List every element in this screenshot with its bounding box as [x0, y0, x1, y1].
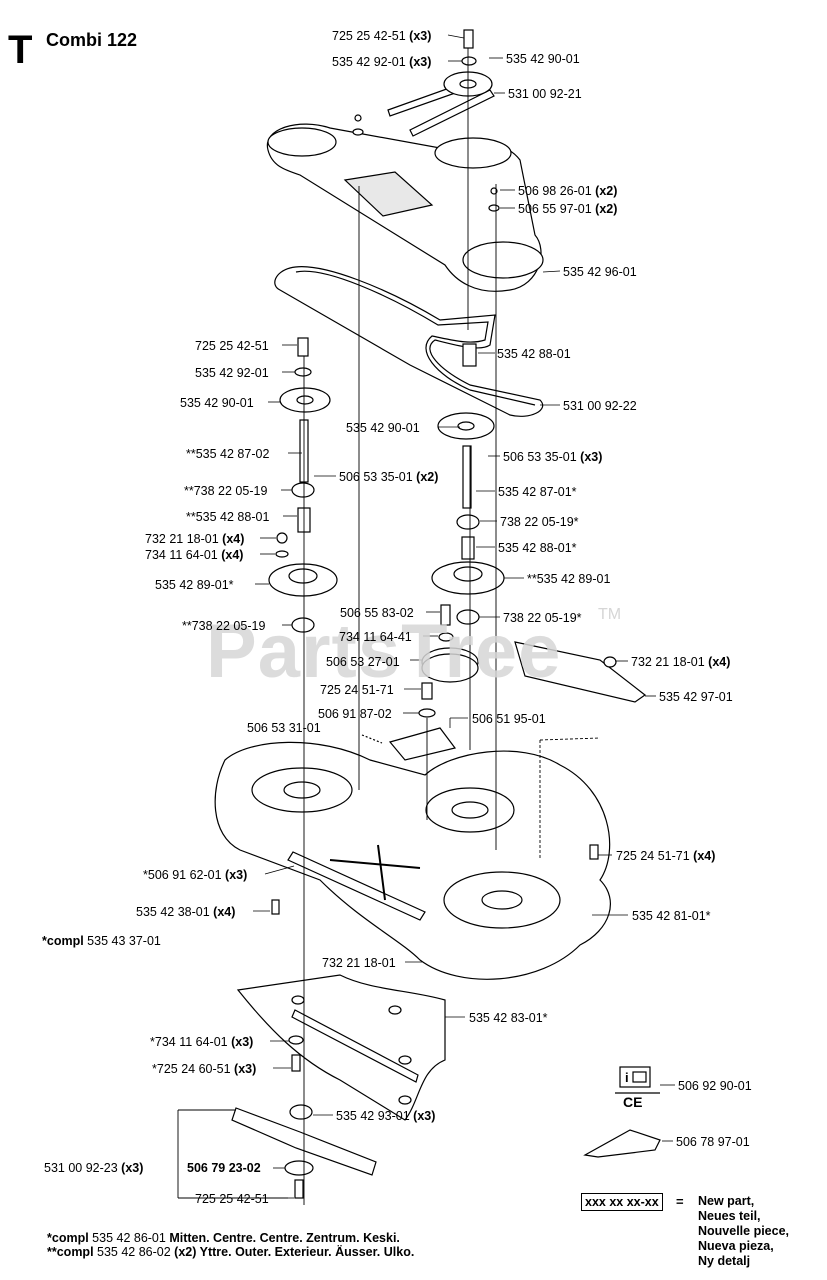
- part-label[interactable]: **535 42 89-01: [527, 572, 611, 586]
- part-label[interactable]: 535 42 93-01 (x3): [336, 1109, 436, 1123]
- idler-arm: [388, 727, 457, 761]
- left-bolt: [297, 337, 309, 357]
- part-label[interactable]: *506 91 62-01 (x3): [143, 868, 248, 882]
- watermark: PartsTree: [206, 609, 562, 694]
- spring: [361, 734, 383, 744]
- part-label[interactable]: 738 22 05-19*: [503, 611, 582, 625]
- part-label[interactable]: 725 25 42-51: [195, 1192, 269, 1206]
- part-label[interactable]: 535 42 83-01*: [469, 1011, 548, 1025]
- part-label[interactable]: 506 78 97-01: [676, 1135, 750, 1149]
- top-washer: [461, 56, 477, 66]
- lower-bolt: [291, 1054, 301, 1072]
- decal-icon: [583, 1129, 661, 1158]
- deck-support-bar: [287, 851, 426, 921]
- idler-bolt-2: [421, 682, 433, 700]
- cover-pulley-right: [434, 137, 512, 169]
- part-label[interactable]: 535 42 89-01*: [155, 578, 234, 592]
- part-label[interactable]: 732 21 18-01: [322, 956, 396, 970]
- part-label[interactable]: 535 42 87-01*: [498, 485, 577, 499]
- part-label[interactable]: 535 42 97-01: [659, 690, 733, 704]
- right-shaft: [462, 445, 472, 509]
- part-label[interactable]: 535 42 38-01 (x4): [136, 905, 236, 919]
- cover-pulley-bottom: [462, 241, 544, 279]
- part-label[interactable]: 732 21 18-01 (x4): [145, 532, 245, 546]
- svg-text:i: i: [625, 1070, 629, 1085]
- belt-segment-lower: [409, 89, 495, 137]
- footnote-outer: **compl 535 42 86-02 (x2) Yttre. Outer. …: [47, 1245, 415, 1259]
- watermark-tm: TM: [598, 606, 622, 623]
- part-label[interactable]: 725 25 42-51 (x3): [332, 29, 432, 43]
- part-label[interactable]: 535 42 90-01: [180, 396, 254, 410]
- blade-washer: [284, 1160, 314, 1176]
- bracket: [514, 641, 647, 703]
- part-label[interactable]: **535 42 88-01: [186, 510, 270, 524]
- part-label[interactable]: 506 92 90-01: [678, 1079, 752, 1093]
- drive-belt: [274, 266, 544, 417]
- part-label[interactable]: 506 53 35-01 (x2): [339, 470, 439, 484]
- legend-equals: =: [676, 1194, 684, 1209]
- part-label[interactable]: 535 42 92-01 (x3): [332, 55, 432, 69]
- right-bearing-top: [456, 514, 480, 530]
- left-bearing-top: [291, 482, 315, 498]
- part-label[interactable]: **738 22 05-19: [184, 484, 268, 498]
- part-label[interactable]: 734 11 64-01 (x4): [145, 548, 244, 562]
- legend-text: New part, Neues teil, Nouvelle piece, Nu…: [698, 1194, 790, 1268]
- part-label[interactable]: 506 53 35-01 (x3): [503, 450, 603, 464]
- part-label[interactable]: 535 42 96-01: [563, 265, 637, 279]
- part-label[interactable]: 506 55 97-01 (x2): [518, 202, 618, 216]
- part-label[interactable]: 738 22 05-19*: [500, 515, 579, 529]
- part-label[interactable]: 506 79 23-02: [187, 1161, 261, 1175]
- part-label[interactable]: 535 42 81-01*: [632, 909, 711, 923]
- part-label[interactable]: 725 25 42-51: [195, 339, 269, 353]
- part-label[interactable]: 725 24 51-71: [320, 683, 394, 697]
- part-label[interactable]: 734 11 64-41: [339, 630, 412, 644]
- part-label[interactable]: **535 42 87-02: [186, 447, 270, 461]
- cover-pulley-left: [267, 127, 337, 157]
- lower-baffle: [236, 974, 446, 1121]
- idler-bolt: [440, 604, 451, 626]
- part-label[interactable]: 506 98 26-01 (x2): [518, 184, 618, 198]
- lower-washer: [288, 1035, 304, 1045]
- cover-label-plate: [343, 171, 434, 217]
- right-spacer-top: [462, 343, 477, 367]
- footnote-center: *compl 535 42 86-01 Mitten. Centre. Cent…: [47, 1231, 400, 1245]
- part-label[interactable]: *compl 535 43 37-01: [42, 934, 161, 948]
- part-label[interactable]: 506 51 95-01: [472, 712, 546, 726]
- part-label[interactable]: 725 24 51-71 (x4): [616, 849, 716, 863]
- part-label[interactable]: 506 55 83-02: [340, 606, 414, 620]
- blade-bolt: [294, 1179, 304, 1199]
- part-label[interactable]: 535 42 88-01*: [498, 541, 577, 555]
- part-label[interactable]: *734 11 64-01 (x3): [150, 1035, 254, 1049]
- legend-box: xxx xx xx-xx: [581, 1193, 663, 1211]
- top-bolt: [463, 29, 474, 49]
- part-label[interactable]: 531 00 92-21: [508, 87, 582, 101]
- part-label[interactable]: 535 42 90-01: [346, 421, 420, 435]
- part-label[interactable]: 531 00 92-23 (x3): [44, 1161, 144, 1175]
- left-washer: [294, 367, 312, 377]
- part-label[interactable]: 506 53 31-01: [247, 721, 321, 735]
- part-label[interactable]: *725 24 60-51 (x3): [152, 1062, 257, 1076]
- part-label[interactable]: 506 91 87-02: [318, 707, 392, 721]
- model-title: Combi 122: [46, 30, 138, 50]
- part-label[interactable]: 535 42 88-01: [497, 347, 571, 361]
- section-letter: T: [8, 28, 33, 72]
- ce-mark: CE: [623, 1094, 643, 1110]
- part-label[interactable]: 506 53 27-01: [326, 655, 400, 669]
- right-spacer: [461, 536, 475, 560]
- part-label[interactable]: 535 42 92-01: [195, 366, 269, 380]
- part-label[interactable]: 535 42 90-01: [506, 52, 580, 66]
- blade-adapter: [289, 1104, 313, 1120]
- part-label[interactable]: 531 00 92-22: [563, 399, 637, 413]
- part-label[interactable]: **738 22 05-19: [182, 619, 266, 633]
- part-label[interactable]: 732 21 18-01 (x4): [631, 655, 731, 669]
